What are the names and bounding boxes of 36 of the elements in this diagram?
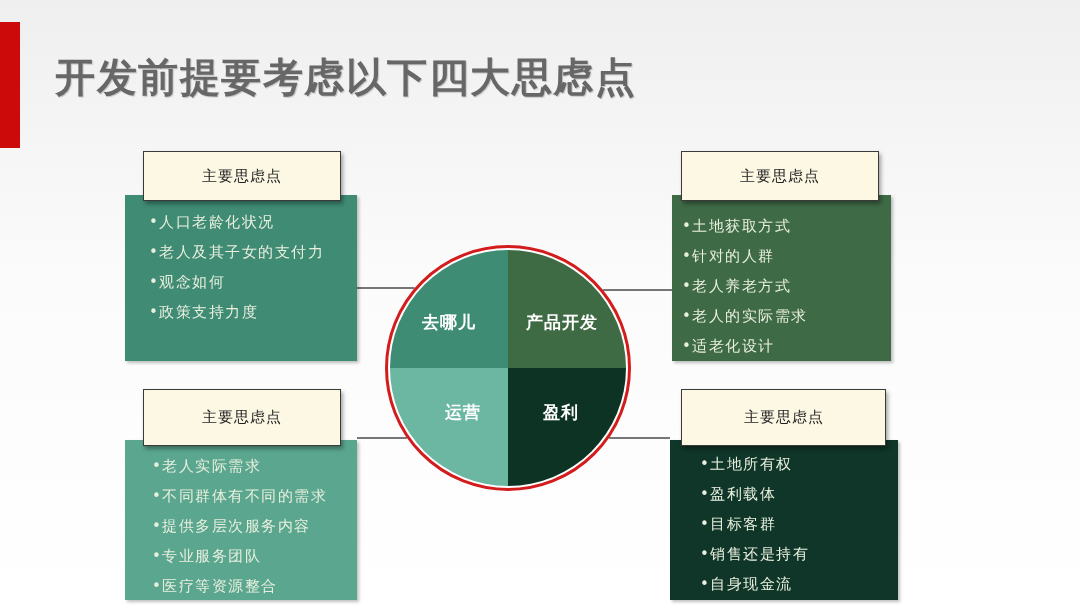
topic-panel: [670, 440, 898, 600]
bullet-item: •目标客群: [700, 514, 777, 535]
connector-line: [356, 287, 416, 289]
bullet-item: •土地获取方式: [682, 216, 792, 237]
bullet-item: •政策支持力度: [149, 302, 259, 323]
connector-line: [356, 437, 408, 439]
bullet-item: •盈利载体: [700, 484, 777, 505]
bullet-item: •适老化设计: [682, 336, 775, 357]
bullet-item: •自身现金流: [700, 574, 793, 595]
panel-heading: 主要思虑点: [143, 151, 341, 201]
topic-panel: [125, 440, 357, 600]
bullet-item: •人口老龄化状况: [149, 212, 275, 233]
bullet-item: •观念如何: [149, 272, 226, 293]
panel-heading: 主要思虑点: [681, 389, 886, 446]
circle-segment: 盈利: [508, 368, 626, 486]
slide-title: 开发前提要考虑以下四大思虑点: [55, 53, 636, 102]
bullet-item: •医疗等资源整合: [152, 576, 278, 597]
circle-segment: 去哪儿: [390, 250, 508, 368]
topic-panel: [672, 195, 891, 361]
bullet-item: •提供多层次服务内容: [152, 516, 311, 537]
bullet-item: •老人及其子女的支付力: [149, 242, 325, 263]
bullet-item: •针对的人群: [682, 246, 775, 267]
circle-segment: 运营: [390, 368, 508, 486]
connector-line: [602, 289, 673, 291]
connector-line: [608, 437, 671, 439]
bullet-item: •老人养老方式: [682, 276, 792, 297]
bullet-item: •老人的实际需求: [682, 306, 808, 327]
circle-segment: 产品开发: [508, 250, 626, 368]
bullet-item: •土地所有权: [700, 454, 793, 475]
bullet-item: •销售还是持有: [700, 544, 810, 565]
panel-heading: 主要思虑点: [143, 389, 341, 446]
topic-panel: [125, 195, 357, 361]
bullet-item: •专业服务团队: [152, 546, 262, 567]
panel-heading: 主要思虑点: [681, 151, 879, 201]
bullet-item: •老人实际需求: [152, 456, 262, 477]
bullet-item: •不同群体有不同的需求: [152, 486, 328, 507]
